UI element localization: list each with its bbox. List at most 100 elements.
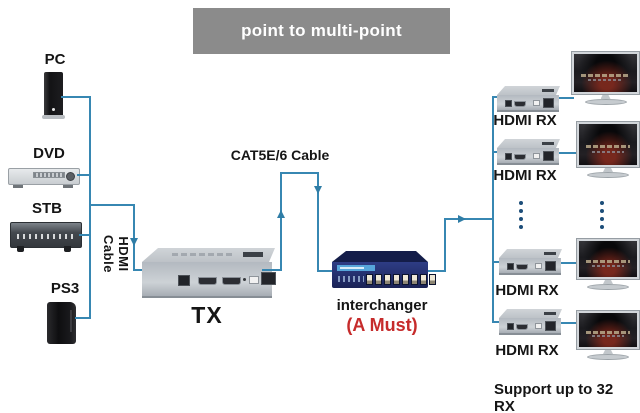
cat5-cable-label: CAT5E/6 Cable: [230, 147, 330, 163]
rx-top-face: [497, 86, 560, 95]
tv-base: [587, 354, 629, 360]
tv-screen: [579, 313, 637, 347]
tv-neck: [603, 168, 613, 172]
switch-front-face: [332, 262, 436, 288]
arrow-down-icon: [130, 238, 138, 246]
rx-rj45-port: [543, 151, 554, 161]
tv-base: [587, 172, 629, 178]
rx-tv-line: [560, 322, 578, 324]
stb-vents: [17, 234, 75, 239]
poster-title-smudge: [585, 259, 631, 263]
cat5-cable-line: [317, 172, 319, 272]
rx-power-port: [507, 323, 514, 330]
tx-hdmi-port: [222, 277, 241, 285]
rx-device: [499, 309, 562, 335]
dvd-foot: [63, 185, 73, 188]
rx-label: HDMI RX: [493, 167, 557, 184]
title-text: point to multi-point: [241, 21, 402, 40]
stb-cable-line: [79, 234, 90, 236]
rx-front-face: [499, 318, 561, 335]
pc-power-led: [52, 108, 55, 111]
pc-base: [42, 115, 65, 119]
rx-device: [499, 249, 562, 275]
switch-out-line: [428, 270, 446, 272]
rx-label: HDMI RX: [495, 282, 559, 299]
pc-cable-line: [61, 96, 90, 98]
tx-label: TX: [191, 302, 223, 328]
title-banner: point to multi-point: [193, 8, 450, 54]
rx-front-face: [497, 148, 559, 165]
cat5-cable-line: [280, 172, 282, 271]
rx-stub-line: [492, 151, 501, 153]
tv-base: [584, 99, 627, 105]
rj45-port: [393, 274, 400, 285]
rx-top-face: [497, 139, 560, 148]
tv-icon: [571, 51, 640, 105]
interchanger-note: (A Must): [346, 315, 418, 335]
rx-front-face: [499, 258, 561, 275]
tx-hdmi-port: [198, 277, 217, 285]
poster-subtitle-smudge: [591, 335, 625, 338]
rx-usb-port: [533, 153, 540, 159]
arrow-right-icon: [458, 215, 466, 223]
rx-brand-label: [544, 252, 556, 255]
tv-frame: [576, 121, 640, 168]
rx-device: [497, 139, 560, 165]
rx-label: HDMI RX: [495, 342, 559, 359]
cat5-cable-line: [280, 172, 319, 174]
pc-label: PC: [44, 51, 66, 68]
rx-brand-label: [544, 312, 556, 315]
rx-power-port: [505, 153, 512, 160]
tx-usb-port: [249, 276, 259, 284]
rx-usb-port: [535, 323, 542, 329]
rx-top-face: [499, 249, 562, 258]
stb-icon: [10, 222, 82, 252]
rx-label: HDMI RX: [493, 112, 557, 129]
tx-print: [172, 253, 232, 256]
cat5-cable-line: [317, 270, 334, 272]
rj45-port: [402, 274, 409, 285]
stb-label: STB: [32, 200, 62, 217]
rx-hdmi-port: [514, 101, 526, 107]
dvd-label: DVD: [33, 145, 65, 162]
dvd-player-icon: [8, 168, 80, 188]
rx-rj45-port: [543, 98, 554, 108]
interchanger-device: [330, 250, 436, 290]
arrow-down-icon: [314, 186, 322, 194]
rx-device: [497, 86, 560, 112]
pc-icon: [42, 72, 65, 119]
rx-power-port: [507, 263, 514, 270]
rx-bus-line: [492, 96, 494, 323]
rx-tv-line: [558, 97, 574, 99]
switch-top-face: [332, 251, 428, 262]
poster-subtitle-smudge: [591, 264, 625, 267]
more-rx-dots-icon: [519, 201, 523, 229]
hdmi-branch-line: [133, 269, 148, 271]
tv-neck: [600, 95, 611, 99]
tx-front-face: [142, 262, 276, 298]
rj45-port: [384, 274, 391, 285]
tv-screen: [574, 54, 637, 92]
interchanger-label: interchanger: [336, 297, 428, 314]
source-bus-line: [89, 96, 91, 319]
rj45-port: [411, 274, 418, 285]
switch-label-text-smudge: [340, 267, 364, 269]
rx-hdmi-port: [516, 324, 528, 330]
rx-front-face: [497, 95, 559, 112]
stb-foot: [64, 246, 71, 252]
arrow-up-icon: [277, 210, 285, 218]
rx-usb-port: [533, 100, 540, 106]
switch-out-line: [444, 218, 494, 220]
rx-stub-line: [492, 261, 503, 263]
rj45-port: [429, 274, 436, 285]
rj45-port: [375, 274, 382, 285]
rx-rj45-port: [545, 321, 556, 331]
rx-brand-label: [542, 89, 554, 92]
rx-stub-line: [492, 321, 503, 323]
dvd-knob: [66, 172, 75, 181]
hdmi-branch-line: [133, 204, 135, 271]
dvd-tray: [33, 172, 65, 178]
tv-frame: [571, 51, 640, 95]
ps3-icon: [47, 302, 76, 344]
